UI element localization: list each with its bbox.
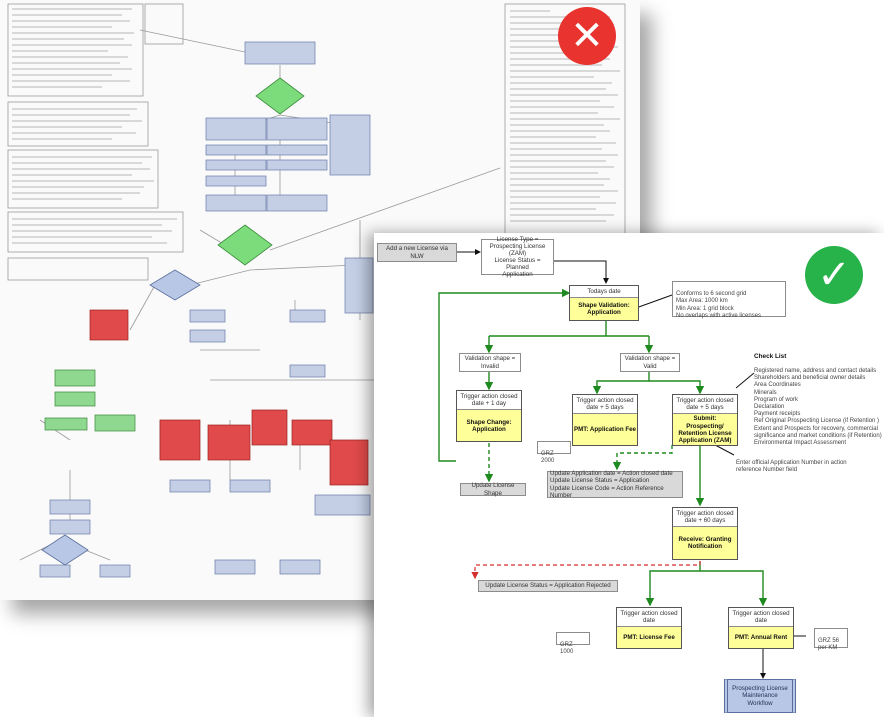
- maintenance-workflow-text: Prospecting License Maintenance Workflow: [732, 685, 788, 707]
- submit-application-title: Submit: Prospecting/ Retention License A…: [678, 415, 732, 444]
- checklist-title: Check List: [754, 353, 787, 361]
- granting-notification-header: Trigger action closed date + 60 days: [673, 508, 737, 528]
- check-mark-glyph: ✓: [817, 252, 851, 298]
- granting-notification-task: Trigger action closed date + 60 days Rec…: [672, 507, 738, 560]
- reference-number-text: Enter official Application Number in act…: [736, 460, 847, 474]
- pmt-application-fee-title: PMT: Application Fee: [574, 426, 636, 434]
- invalid-shape-condition: Validation shape = Invalid: [459, 353, 521, 372]
- update-license-shape-box: Update License Shape: [460, 482, 526, 497]
- initial-state-text: License Type = Prospecting License (ZAM)…: [489, 235, 546, 279]
- maintenance-workflow-subprocess: Prospecting License Maintenance Workflow: [724, 679, 796, 713]
- update-application-box: Update Application date = Action closed …: [547, 470, 683, 499]
- pmt-application-fee-task: Trigger action closed date + 5 days PMT:…: [572, 394, 638, 446]
- granting-notification-title: Receive: Granting Notification: [678, 536, 732, 551]
- grz-annual-rent-text: GRZ 56 per KM: [818, 638, 840, 652]
- x-mark-glyph: ✕: [570, 13, 604, 59]
- checklist-items: Registered name, address and contact det…: [754, 368, 882, 446]
- shape-validation-header: Todays date: [570, 286, 638, 299]
- clean-license-workflow-diagram: Add a new License via NLW License Type =…: [374, 233, 884, 717]
- update-license-shape-text: Update License Shape: [471, 482, 515, 497]
- submit-application-task: Trigger action closed date + 5 days Subm…: [672, 394, 738, 446]
- grz-license-fee-text: GRZ 1000: [560, 642, 574, 656]
- valid-shape-condition: Validation shape = Valid: [620, 353, 680, 372]
- cluttered-diagram-drawing: [7, 3, 626, 578]
- pmt-license-fee-task: Trigger action closed date PMT: License …: [616, 607, 682, 649]
- pmt-license-fee-header: Trigger action closed date: [617, 608, 681, 628]
- application-checklist: Check List Registered name, address and …: [754, 346, 884, 454]
- shape-validation-title: Shape Validation: Application: [578, 301, 630, 317]
- shape-change-title: Shape Change: Application: [466, 418, 512, 433]
- shape-change-task: Trigger action closed date + 1 day Shape…: [456, 390, 522, 442]
- submit-application-header: Trigger action closed date + 5 days: [673, 395, 737, 415]
- validation-rules-note: Conforms to 6 second grid Max Area: 1000…: [672, 281, 786, 319]
- pmt-annual-rent-header: Trigger action closed date: [729, 608, 793, 628]
- update-application-text: Update Application date = Action closed …: [550, 470, 673, 499]
- pmt-annual-rent-task: Trigger action closed date PMT: Annual R…: [728, 607, 794, 649]
- pmt-license-fee-title: PMT: License Fee: [623, 634, 675, 642]
- valid-shape-text: Validation shape = Valid: [624, 355, 676, 370]
- grz-license-fee-note: GRZ 1000: [556, 632, 590, 655]
- start-label: Add a new License via NLW: [386, 245, 448, 260]
- invalid-shape-text: Validation shape = Invalid: [464, 355, 516, 370]
- shape-validation-task: Todays date Shape Validation: Applicatio…: [569, 285, 639, 321]
- validation-rules-text: Conforms to 6 second grid Max Area: 1000…: [676, 291, 762, 319]
- approved-badge-icon: ✓: [805, 246, 863, 304]
- grz-annual-rent-note: GRZ 56 per KM: [814, 628, 848, 652]
- shape-change-header: Trigger action closed date + 1 day: [457, 391, 521, 411]
- application-rejected-text: Update License Status = Application Reje…: [485, 582, 611, 590]
- pmt-annual-rent-title: PMT: Annual Rent: [734, 634, 788, 642]
- grz-application-fee-note: GRZ 2000: [537, 441, 571, 464]
- grz-application-fee-text: GRZ 2000: [541, 451, 555, 465]
- rejected-badge-icon: ✕: [558, 7, 616, 65]
- application-rejected-box: Update License Status = Application Reje…: [478, 580, 618, 592]
- initial-license-state-box: License Type = Prospecting License (ZAM)…: [481, 236, 554, 278]
- pmt-application-fee-header: Trigger action closed date + 5 days: [573, 395, 637, 415]
- start-add-license-box: Add a new License via NLW: [377, 243, 457, 262]
- reference-number-note: Enter official Application Number in act…: [736, 453, 866, 475]
